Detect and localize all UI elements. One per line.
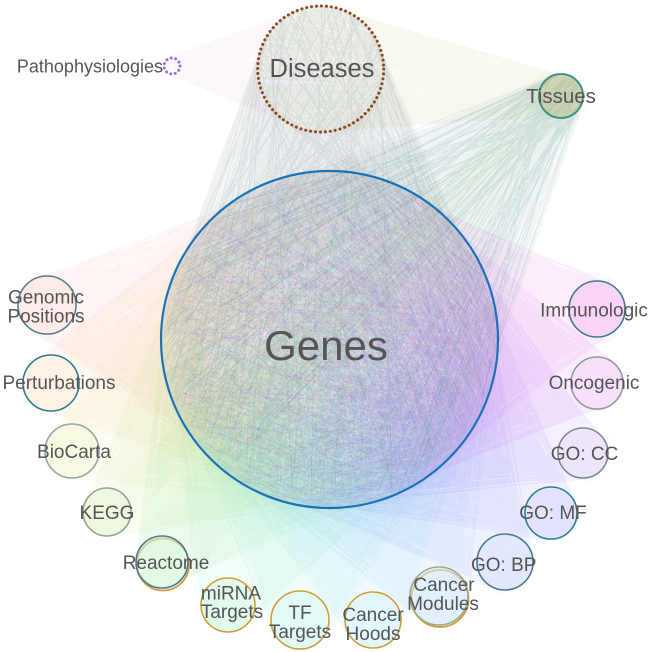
svg-text:Cancer: Cancer bbox=[342, 605, 404, 626]
svg-text:Modules: Modules bbox=[407, 594, 479, 615]
svg-text:Genomic: Genomic bbox=[8, 288, 84, 309]
svg-text:Reactome: Reactome bbox=[123, 553, 210, 574]
svg-text:Targets: Targets bbox=[269, 622, 331, 643]
svg-text:GO: CC: GO: CC bbox=[551, 444, 619, 465]
svg-text:Cancer: Cancer bbox=[413, 575, 475, 596]
svg-text:Targets: Targets bbox=[201, 602, 263, 623]
svg-text:Tissues: Tissues bbox=[526, 85, 596, 108]
svg-text:Genes: Genes bbox=[264, 322, 388, 369]
svg-text:KEGG: KEGG bbox=[80, 503, 135, 524]
svg-text:Perturbations: Perturbations bbox=[2, 373, 115, 394]
svg-text:Diseases: Diseases bbox=[270, 55, 375, 83]
svg-text:GO: MF: GO: MF bbox=[519, 503, 587, 524]
svg-text:Immunologic: Immunologic bbox=[540, 301, 648, 322]
svg-text:miRNA: miRNA bbox=[201, 584, 261, 605]
svg-text:Pathophysiologies: Pathophysiologies bbox=[17, 57, 163, 77]
svg-text:Positions: Positions bbox=[7, 307, 84, 328]
svg-text:BioCarta: BioCarta bbox=[37, 442, 111, 463]
svg-text:Hoods: Hoods bbox=[346, 624, 401, 645]
svg-text:GO: BP: GO: BP bbox=[471, 555, 536, 576]
svg-text:TF: TF bbox=[288, 603, 311, 624]
svg-text:Oncogenic: Oncogenic bbox=[549, 373, 640, 394]
